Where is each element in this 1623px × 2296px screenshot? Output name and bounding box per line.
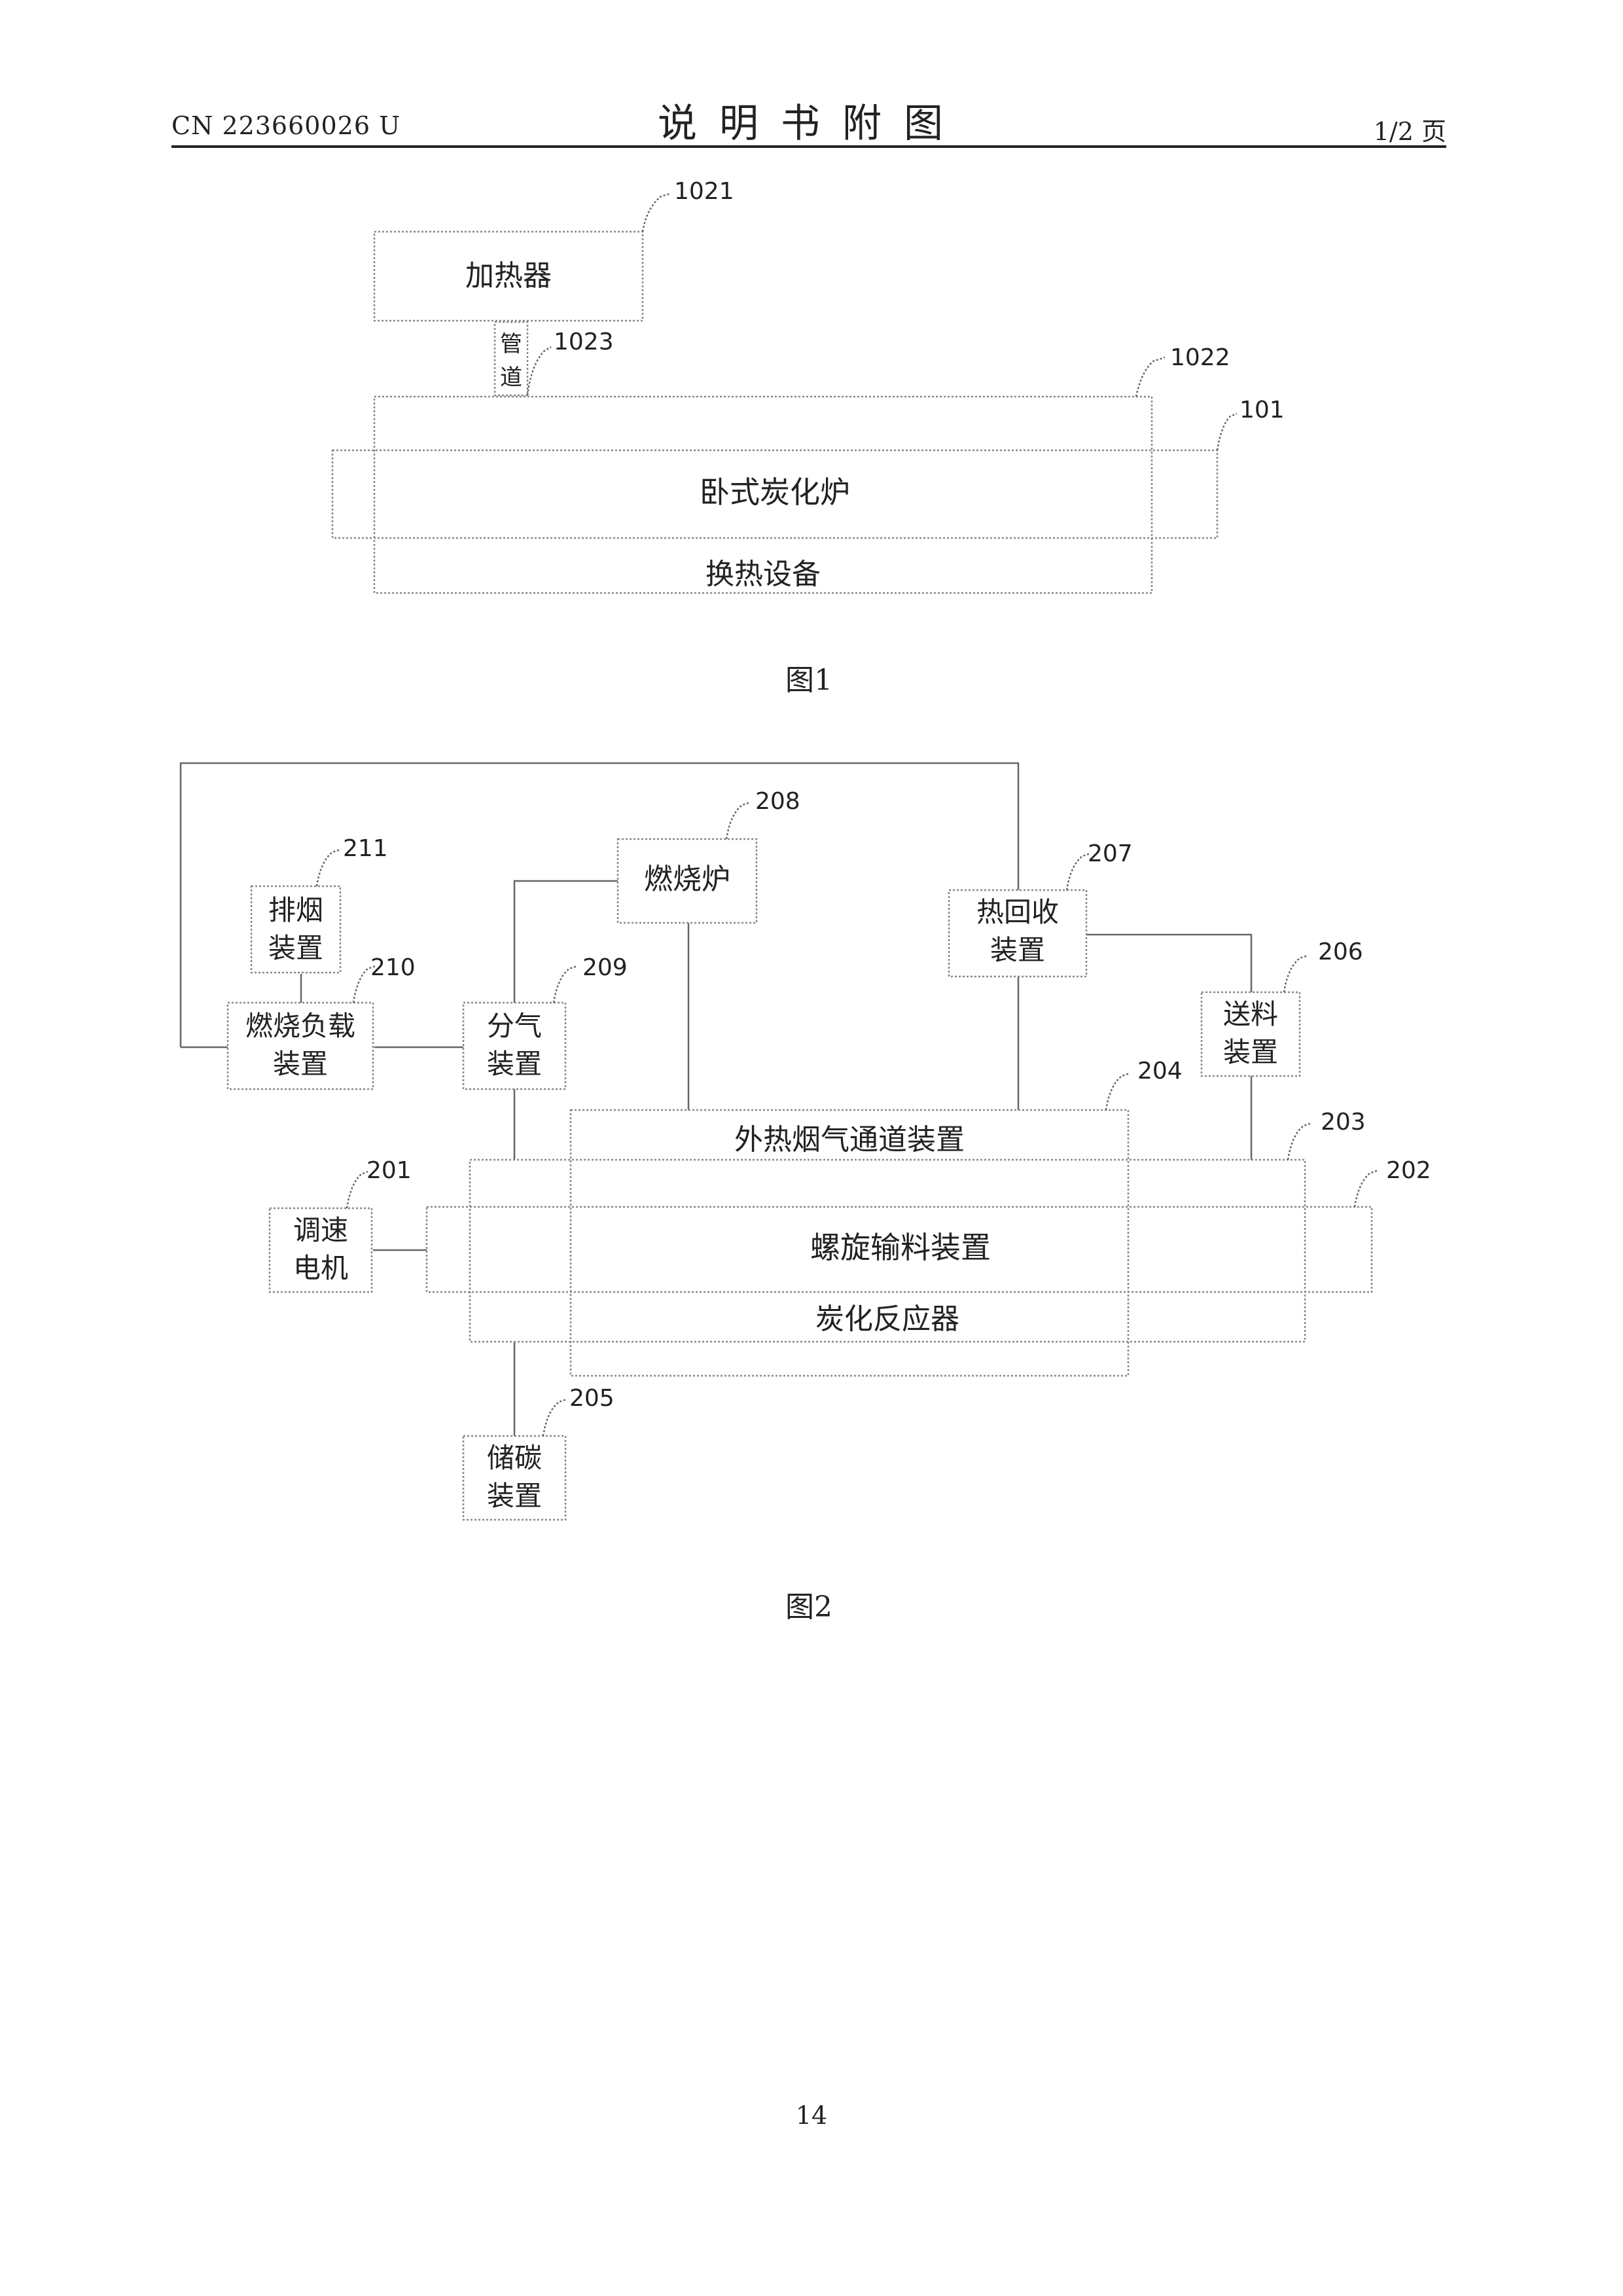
recovery-to-feeder-line [1086, 935, 1251, 992]
smoke-exhaust-label-2: 装置 [268, 932, 323, 964]
heater-label: 加热器 [465, 259, 552, 293]
ref-101: 101 [1240, 397, 1285, 423]
ref-208: 208 [755, 788, 800, 815]
combustion-load-label-1: 燃烧负载 [245, 1010, 355, 1042]
leader-1023 [527, 347, 551, 395]
split-to-burner-line [514, 881, 618, 1003]
page-number: 14 [713, 2101, 910, 2130]
feeder-label-2: 装置 [1223, 1036, 1278, 1068]
leader-206 [1284, 956, 1308, 992]
gas-split-label-2: 装置 [487, 1048, 542, 1080]
ref-204: 204 [1137, 1058, 1183, 1085]
ref-207: 207 [1088, 840, 1133, 867]
motor-label-2: 电机 [293, 1252, 348, 1284]
heat-exchanger-label: 换热设备 [705, 558, 821, 591]
pipe-label-1: 管 [500, 331, 522, 357]
ref-210: 210 [370, 954, 416, 981]
leader-209 [554, 966, 577, 1003]
carbon-storage-label-2: 装置 [487, 1480, 542, 1512]
ref-209: 209 [582, 954, 628, 981]
ref-201: 201 [366, 1157, 412, 1184]
heat-recovery-label-1: 热回收 [976, 896, 1059, 928]
pipe-label-2: 道 [500, 365, 522, 391]
screw-conveyor-label: 螺旋输料装置 [810, 1230, 991, 1265]
leader-203 [1288, 1123, 1311, 1160]
leader-211 [317, 850, 340, 886]
ref-1022: 1022 [1170, 344, 1230, 371]
smoke-exhaust-label-1: 排烟 [268, 894, 323, 926]
ref-1021: 1021 [674, 178, 734, 205]
leader-208 [726, 802, 750, 839]
motor-label-1: 调速 [293, 1214, 348, 1246]
figure-1: 加热器 管 道 卧式炭化炉 换热设备 1021 1023 1022 101 图1 [332, 178, 1285, 697]
figure-2-caption: 图2 [785, 1590, 832, 1624]
leader-1022 [1136, 357, 1165, 397]
figure-2: 排烟 装置 燃烧负载 装置 分气 装置 燃烧炉 热回收 装置 送料 装置 外热烟… [181, 763, 1431, 1624]
ref-205: 205 [569, 1385, 615, 1412]
leader-207 [1067, 853, 1090, 890]
heat-recovery-label-2: 装置 [990, 934, 1045, 966]
furnace-label: 卧式炭化炉 [700, 475, 850, 510]
leader-1021 [643, 194, 670, 232]
feeder-label-1: 送料 [1223, 998, 1278, 1030]
carbon-storage-label-1: 储碳 [487, 1442, 542, 1474]
gas-split-label-1: 分气 [487, 1010, 542, 1042]
combustion-load-label-2: 装置 [273, 1048, 328, 1080]
ref-203: 203 [1321, 1109, 1366, 1136]
leader-201 [347, 1172, 368, 1208]
leader-202 [1355, 1170, 1378, 1207]
ref-206: 206 [1318, 939, 1363, 965]
ref-1023: 1023 [554, 329, 614, 355]
ref-211: 211 [343, 835, 388, 862]
flue-channel-label: 外热烟气通道装置 [734, 1123, 965, 1157]
reactor-label: 炭化反应器 [815, 1302, 959, 1336]
figure-1-caption: 图1 [785, 664, 832, 697]
burner-label: 燃烧炉 [644, 863, 730, 896]
ref-202: 202 [1386, 1157, 1431, 1184]
leader-101 [1217, 414, 1237, 450]
leader-204 [1106, 1073, 1130, 1110]
leader-205 [543, 1399, 567, 1436]
